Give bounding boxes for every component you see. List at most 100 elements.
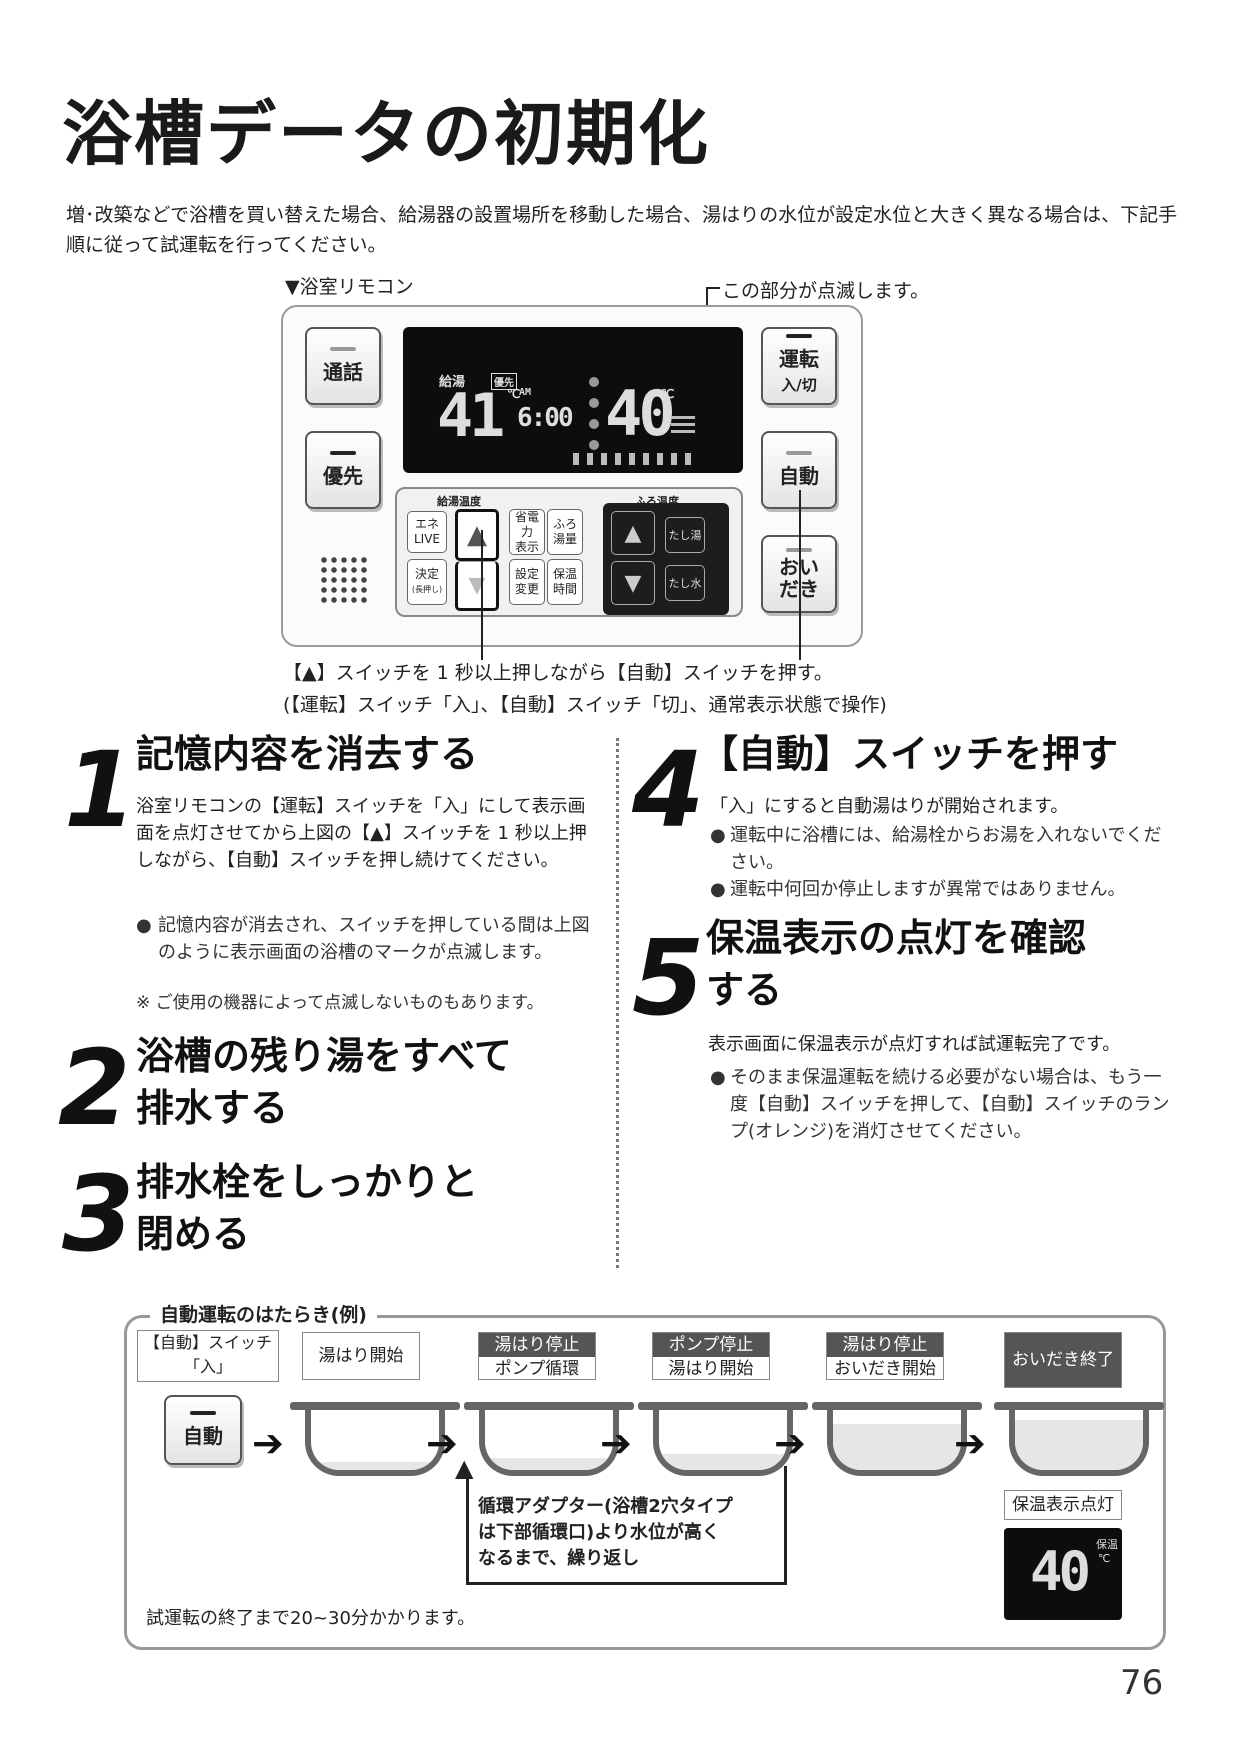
eco-live-label-1: エネ xyxy=(414,517,439,531)
bath-down-button[interactable]: ▼ xyxy=(611,561,655,605)
arrow-right-icon: ➔ xyxy=(426,1421,458,1465)
flow-stage-0: 【自動】スイッチ 「入」 xyxy=(137,1330,279,1382)
keepwarm-lit-label: 保温表示点灯 xyxy=(1004,1490,1122,1520)
step-3-heading-line-2: 閉める xyxy=(136,1212,251,1256)
bullet-mark: ● xyxy=(136,915,152,936)
bath-remote: 通話 優先 給湯 優先 41 ℃ AM 6:00 40 ℃ 運転 入/切 自動 … xyxy=(281,305,863,647)
saving-label-1: 省電力 xyxy=(514,509,539,539)
tub-1-rim xyxy=(290,1402,460,1410)
add-hot-water-button[interactable]: たし湯 xyxy=(665,517,705,553)
eco-live-label-2: LIVE xyxy=(413,532,440,546)
saving-display-button[interactable]: 省電力 表示 xyxy=(509,509,545,555)
lcd-supply-label: 給湯 xyxy=(439,375,466,390)
lcd-display: 給湯 優先 41 ℃ AM 6:00 40 ℃ xyxy=(403,327,743,473)
flow-stage-4: 湯はり停止 おいだき開始 xyxy=(826,1332,944,1380)
flow-stage-4-sub: おいだき開始 xyxy=(834,1359,936,1379)
auto-lamp xyxy=(190,1411,216,1415)
page-title: 浴槽データの初期化 xyxy=(62,93,710,175)
flow-stage-2: 湯はり停止 ポンプ循環 xyxy=(478,1332,596,1380)
lcd-time: 6:00 xyxy=(517,403,574,433)
keepwarm-label-1: 保温 xyxy=(552,567,577,581)
flow-title: 自動運転のはたらき(例) xyxy=(150,1300,377,1327)
step-4-heading: 【自動】スイッチを押す xyxy=(700,732,1119,776)
eco-live-button[interactable]: エネ LIVE xyxy=(407,511,447,553)
column-divider xyxy=(616,738,619,1268)
step-1-note: ※ ご使用の機器によって点滅しないものもあります。 xyxy=(136,993,544,1013)
auto-button[interactable]: 自動 xyxy=(761,431,837,509)
saving-label-2: 表示 xyxy=(514,539,539,554)
loop-note-3: なるまで、繰り返し xyxy=(478,1548,640,1569)
bullet-mark: ● xyxy=(710,879,726,900)
bath-up-button[interactable]: ▲ xyxy=(611,511,655,555)
intro-text: 増･改築などで浴槽を買い替えた場合、給湯器の設置場所を移動した場合、湯はりの水位… xyxy=(66,204,1178,256)
bullet-mark: ● xyxy=(710,1067,726,1088)
arrow-up-icon: ▲ xyxy=(455,1454,474,1482)
auto-button-illustration: 自動 xyxy=(164,1395,242,1465)
priority-lamp xyxy=(330,451,356,455)
flow-stage-1: 湯はり開始 xyxy=(302,1332,420,1380)
setting-label-2: 変更 xyxy=(514,582,539,596)
step-5-number: 5 xyxy=(632,917,705,1039)
flow-stage-3-head: ポンプ停止 xyxy=(653,1333,769,1357)
keepwarm-label: 保温 xyxy=(1096,1538,1118,1551)
tub-4-rim xyxy=(812,1402,982,1410)
bathvol-label-2: 湯量 xyxy=(552,532,577,546)
tub-2-rim xyxy=(464,1402,634,1410)
auto-button-label: 自動 xyxy=(779,464,819,488)
step-1-heading: 記憶内容を消去する xyxy=(136,732,479,776)
decide-button[interactable]: 決定 (長押し) xyxy=(407,559,447,605)
supply-up-button[interactable]: ▲ xyxy=(455,509,499,561)
step-5-heading: 保温表示の点灯を確認 する xyxy=(706,912,1086,1016)
tub-3-rim xyxy=(638,1402,808,1410)
arrow-right-icon: ➔ xyxy=(954,1421,986,1465)
call-button[interactable]: 通話 xyxy=(305,327,381,405)
auto-operation-flow xyxy=(124,1315,1166,1650)
decide-label: 決定 xyxy=(414,567,439,581)
keepwarm-time-button[interactable]: 保温 時間 xyxy=(547,559,583,605)
power-lamp xyxy=(786,334,812,338)
lcd-supply-unit: ℃ xyxy=(507,387,521,401)
keepwarm-unit: ℃ xyxy=(1098,1552,1111,1565)
tub-5 xyxy=(1009,1410,1149,1476)
step-4-bullet-1: 運転中に浴槽には、給湯栓からお湯を入れないでください。 xyxy=(730,825,1162,873)
call-button-label: 通話 xyxy=(323,360,363,384)
arrow-right-icon: ➔ xyxy=(600,1421,632,1465)
priority-button[interactable]: 優先 xyxy=(305,431,381,509)
water-level-icon xyxy=(671,413,695,433)
bath-control-dark-panel: ▲ ▼ たし湯 たし水 xyxy=(603,503,729,615)
keepwarm-display: 40 保温 ℃ xyxy=(1004,1528,1122,1620)
page-number: 76 xyxy=(1120,1663,1164,1703)
step-5-bullet: そのまま保温運転を続ける必要がない場合は、もう一度【自動】スイッチを押して、【自… xyxy=(730,1067,1170,1142)
bath-volume-button[interactable]: ふろ 湯量 xyxy=(547,509,583,555)
flow-stage-2-head: 湯はり停止 xyxy=(479,1333,595,1357)
auto-lamp xyxy=(786,451,812,455)
bullet-mark: ● xyxy=(710,825,726,846)
lcd-bath-temp: 40 xyxy=(589,377,676,450)
flow-footer: 試運転の終了まで20~30分かかります。 xyxy=(146,1608,476,1629)
step-1-bullet: 記憶内容が消去され、スイッチを押している間は上図のように表示画面の浴槽のマークが… xyxy=(158,915,590,963)
step-5-heading-line-2: する xyxy=(706,968,783,1012)
bathtub-blink-icon xyxy=(573,453,693,465)
add-water-button[interactable]: たし水 xyxy=(665,565,705,601)
setting-label-1: 設定 xyxy=(514,567,539,581)
up-switch-leader xyxy=(481,530,483,660)
remote-label: ▼浴室リモコン xyxy=(285,276,414,298)
power-button[interactable]: 運転 入/切 xyxy=(761,327,837,405)
flow-stage-2-sub: ポンプ循環 xyxy=(494,1359,580,1379)
callout-leader-h xyxy=(706,287,720,289)
tub-5-rim xyxy=(994,1402,1164,1410)
auto-switch-leader xyxy=(799,490,801,660)
step-3-heading: 排水栓をしっかりと 閉める xyxy=(136,1156,478,1260)
loop-note: 循環アダプター(浴槽2穴タイプ は下部循環口)より水位が高く なるまで、繰り返し xyxy=(478,1494,733,1572)
remote-instruction-2: (【運転】スイッチ「入」、【自動】スイッチ「切」、通常表示状態で操作) xyxy=(283,694,887,716)
supply-down-button[interactable]: ▼ xyxy=(455,561,499,611)
step-2-heading: 浴槽の残り湯をすべて 排水する xyxy=(136,1030,512,1134)
step-1-number: 1 xyxy=(64,729,137,851)
loop-line-left xyxy=(466,1478,469,1584)
setting-change-button[interactable]: 設定 変更 xyxy=(509,559,545,605)
flow-stage-0-line-1: 【自動】スイッチ xyxy=(143,1333,272,1352)
lcd-bath-unit: ℃ xyxy=(661,387,675,401)
loop-line-bottom xyxy=(466,1582,786,1585)
remote-instruction: 【▲】スイッチを 1 秒以上押しながら【自動】スイッチを押す。 (【運転】スイッ… xyxy=(283,657,887,721)
step-3-heading-line-1: 排水栓をしっかりと xyxy=(136,1160,479,1204)
